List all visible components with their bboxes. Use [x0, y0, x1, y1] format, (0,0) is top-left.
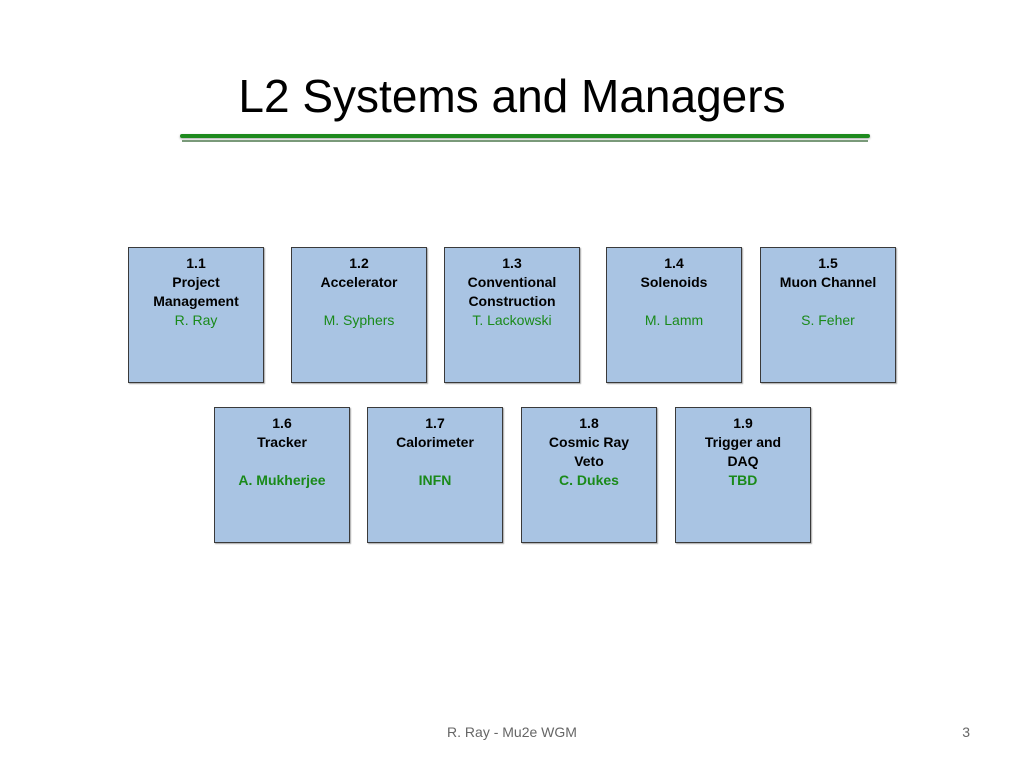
- title-divider-thick: [180, 134, 870, 138]
- wbs-manager: T. Lackowski: [472, 312, 552, 328]
- wbs-name-line-2: DAQ: [727, 453, 759, 469]
- wbs-name-line-1: Conventional: [467, 274, 557, 290]
- wbs-box-1-1: 1.1 Project Management R. Ray: [128, 247, 264, 383]
- wbs-number: 1.8: [579, 415, 599, 431]
- wbs-name-line-2: Construction: [468, 293, 556, 309]
- wbs-number: 1.6: [272, 415, 292, 431]
- wbs-manager: R. Ray: [174, 312, 218, 328]
- wbs-name-line-1: Trigger and: [704, 434, 782, 450]
- wbs-box-1-9: 1.9 Trigger and DAQ TBD: [675, 407, 811, 543]
- wbs-box-1-5: 1.5 Muon Channel S. Feher: [760, 247, 896, 383]
- wbs-manager: S. Feher: [801, 312, 855, 328]
- wbs-number: 1.5: [818, 255, 838, 271]
- wbs-name-line-2: Veto: [574, 453, 604, 469]
- wbs-number: 1.9: [733, 415, 753, 431]
- wbs-name-line-1: Muon Channel: [779, 274, 877, 290]
- title-divider-thin: [182, 140, 868, 142]
- page-number: 3: [962, 724, 970, 740]
- title-divider: [180, 134, 870, 142]
- wbs-name-line-2: [607, 292, 741, 311]
- slide-title: L2 Systems and Managers: [238, 70, 786, 122]
- wbs-name-line-1: Project: [172, 274, 220, 290]
- wbs-manager: A. Mukherjee: [238, 472, 326, 488]
- wbs-manager: INFN: [418, 472, 452, 488]
- wbs-box-1-2: 1.2 Accelerator M. Syphers: [291, 247, 427, 383]
- wbs-name-line-1: Tracker: [257, 434, 307, 450]
- wbs-name-line-1: Calorimeter: [396, 434, 474, 450]
- wbs-name-line-1: Cosmic Ray: [548, 434, 630, 450]
- wbs-box-1-7: 1.7 Calorimeter INFN: [367, 407, 503, 543]
- wbs-name-line-2: [292, 292, 426, 311]
- wbs-manager: M. Syphers: [323, 312, 395, 328]
- wbs-name-line-2: [368, 452, 502, 471]
- wbs-box-1-6: 1.6 Tracker A. Mukherjee: [214, 407, 350, 543]
- wbs-box-1-8: 1.8 Cosmic Ray Veto C. Dukes: [521, 407, 657, 543]
- wbs-name-line-2: [215, 452, 349, 471]
- wbs-number: 1.1: [186, 255, 206, 271]
- wbs-name-line-2: Management: [153, 293, 239, 309]
- wbs-box-1-4: 1.4 Solenoids M. Lamm: [606, 247, 742, 383]
- wbs-number: 1.3: [502, 255, 522, 271]
- wbs-name-line-2: [761, 292, 895, 311]
- wbs-number: 1.2: [349, 255, 369, 271]
- wbs-manager: TBD: [728, 472, 758, 488]
- wbs-number: 1.7: [425, 415, 445, 431]
- wbs-name-line-1: Solenoids: [640, 274, 708, 290]
- footer-text: R. Ray - Mu2e WGM: [447, 724, 577, 740]
- wbs-box-1-3: 1.3 Conventional Construction T. Lackows…: [444, 247, 580, 383]
- wbs-name-line-1: Accelerator: [320, 274, 398, 290]
- wbs-number: 1.4: [664, 255, 684, 271]
- wbs-manager: M. Lamm: [644, 312, 704, 328]
- wbs-manager: C. Dukes: [559, 472, 619, 488]
